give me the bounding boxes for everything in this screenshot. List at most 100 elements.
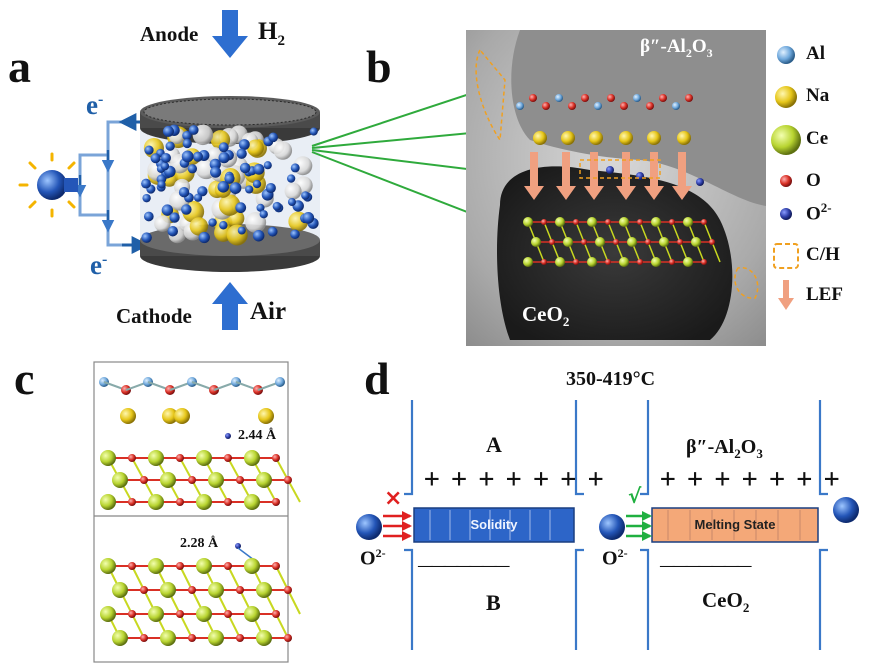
- ce-o-atom: [645, 239, 651, 245]
- legend-label-o: O: [806, 170, 821, 191]
- al-o-atom: [275, 377, 285, 387]
- ce-o-atom: [244, 450, 260, 466]
- ce-o-atom: [691, 237, 701, 247]
- oxygen-ion-particle: [142, 193, 151, 203]
- ce-o-atom: [683, 217, 693, 227]
- left-minus-signs: — — — — — — —: [418, 558, 509, 574]
- ce-o-bond: [275, 457, 289, 481]
- legend-lef-icon: [778, 280, 794, 310]
- oxygen-ion-particle: [182, 130, 192, 141]
- panel-label-d: d: [364, 353, 390, 404]
- ce-o-atom: [140, 586, 148, 594]
- ion-right-label: O2-: [602, 546, 628, 570]
- ce-o-atom: [160, 582, 176, 598]
- oxygen-ion-particle: [239, 162, 251, 174]
- legend-na-icon: [775, 86, 797, 108]
- oxygen-ion-particle: [267, 226, 278, 237]
- al-o-atom: [555, 94, 563, 102]
- ce-o-atom: [587, 257, 597, 267]
- ce-o-atom: [148, 450, 164, 466]
- ce-o-atom: [208, 472, 224, 488]
- ce-o-atom: [176, 498, 184, 506]
- oxygen-ion-particle: [219, 221, 228, 230]
- ce-o-atom: [669, 259, 675, 265]
- ce-o-atom: [128, 498, 136, 506]
- oxygen-ion-particle: [182, 138, 192, 149]
- ce-o-atom: [208, 582, 224, 598]
- ce-o-atom: [112, 472, 128, 488]
- oxygen-ion-particle: [161, 204, 174, 216]
- ce-o-bond: [543, 221, 553, 243]
- ce-o-atom: [196, 450, 212, 466]
- legend-symbols: [771, 46, 801, 310]
- ce-o-atom: [523, 257, 533, 267]
- al-o-atom: [646, 102, 654, 110]
- oxygen-ion-particle: [192, 151, 203, 162]
- ce-o-atom: [605, 259, 611, 265]
- ce-o-bond: [703, 221, 713, 243]
- ce-o-atom: [188, 586, 196, 594]
- right-bottom-phase-label: CeO2: [702, 588, 750, 616]
- oxygen-ion-particle: [157, 180, 166, 189]
- oxygen-ion-particle: [181, 204, 192, 215]
- o2-bond: [237, 547, 255, 561]
- ce-o-bond: [275, 613, 289, 639]
- ce-o-atom: [256, 582, 272, 598]
- ce-o-atom: [573, 219, 579, 225]
- al-o-atom: [594, 102, 602, 110]
- oxygen-ion-particle: [224, 173, 235, 184]
- ce-o-atom: [659, 237, 669, 247]
- ce-o-atom: [637, 219, 643, 225]
- al-o-atom: [633, 94, 641, 102]
- ce-o-atom: [128, 454, 136, 462]
- right-plus-signs: + + + + + + +: [660, 464, 839, 494]
- ce-o-atom: [196, 606, 212, 622]
- top-phase-label: β″-Al2O3: [640, 36, 713, 60]
- ce-o-atom: [196, 558, 212, 574]
- pass-mark-icon: √: [628, 484, 642, 508]
- ce-o-atom: [112, 630, 128, 646]
- o2-ion-right-icon: [833, 497, 859, 523]
- ce-o-bond: [287, 479, 301, 503]
- ce-o-atom: [637, 259, 643, 265]
- ce-o-atom: [563, 237, 573, 247]
- oxygen-ion-particle: [188, 125, 199, 135]
- ce-o-atom: [683, 257, 693, 267]
- ce-o-atom: [701, 219, 707, 225]
- ce-o-atom: [613, 239, 619, 245]
- solidity-label: Solidity: [470, 517, 518, 532]
- al-o-atom: [581, 94, 589, 102]
- oxygen-ion-particle: [141, 178, 151, 189]
- ce-o-bond: [607, 221, 617, 243]
- ce-o-atom: [531, 237, 541, 247]
- lef-arrow-icon: [524, 152, 544, 200]
- ce-o-atom: [549, 239, 555, 245]
- ce-o-atom: [224, 610, 232, 618]
- legend-ce-icon: [771, 125, 801, 155]
- legend-o2-icon: [780, 208, 792, 220]
- al-o-atom: [516, 102, 524, 110]
- ce-o-atom: [284, 476, 292, 484]
- na-atom: [619, 131, 633, 145]
- ce-o-atom: [236, 586, 244, 594]
- cathode-label: Cathode: [116, 304, 192, 328]
- legend-label-o2: O2-: [806, 200, 832, 225]
- lamp-icon: [18, 152, 78, 218]
- lef-arrow-icon: [584, 152, 604, 200]
- melting-state-label: Melting State: [694, 517, 776, 532]
- oxygen-ion-particle: [253, 163, 265, 175]
- al-o-atom: [659, 94, 667, 102]
- oxygen-ion-particle: [181, 150, 194, 163]
- ce-o-atom: [677, 239, 683, 245]
- al-o-atom: [620, 102, 628, 110]
- oxygen-ion-particle: [252, 179, 262, 189]
- o2-ion: [225, 433, 231, 439]
- ce-o-atom: [224, 454, 232, 462]
- ce-o-atom: [272, 610, 280, 618]
- bottom-phase-label: CeO2: [522, 302, 570, 330]
- ce-o-atom: [128, 610, 136, 618]
- ce-o-atom: [176, 562, 184, 570]
- anode-gas-label: H2: [258, 18, 285, 49]
- ce-o-atom: [140, 476, 148, 484]
- lef-arrow-icon: [556, 152, 576, 200]
